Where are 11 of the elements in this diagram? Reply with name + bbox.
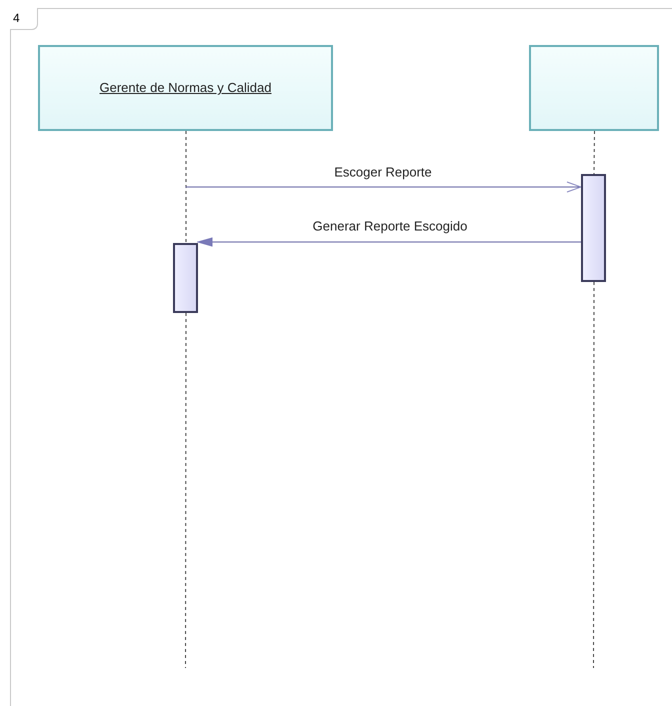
lifeline	[185, 312, 186, 668]
activation-bar	[581, 174, 606, 282]
lifeline-head-box	[38, 45, 333, 131]
lifeline	[594, 130, 595, 174]
lifeline	[593, 282, 594, 668]
activation-bar	[173, 243, 198, 313]
message-arrow	[198, 238, 582, 246]
lifeline-head-box	[529, 45, 659, 131]
frame-number: 4	[10, 8, 38, 30]
message-arrow	[185, 182, 582, 192]
participant-name: Gerente de Normas y Calidad	[100, 79, 272, 98]
